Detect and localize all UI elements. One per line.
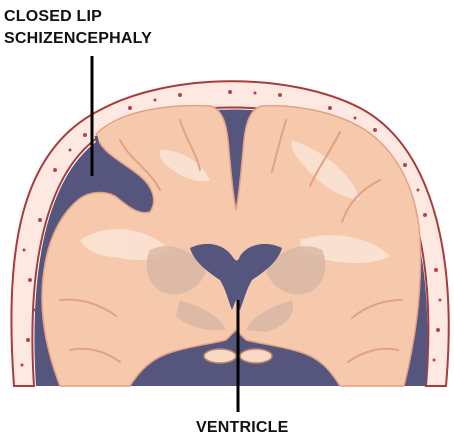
deep-gray-structures	[146, 246, 326, 332]
ventricle-label-text: VENTRICLE	[196, 419, 289, 436]
closed-lip-schizencephaly-label: CLOSED LIP SCHIZENCEPHALY	[4, 6, 152, 50]
closed-lip-label-line2: SCHIZENCEPHALY	[4, 30, 153, 47]
closed-lip-label-line1: CLOSED LIP	[4, 8, 103, 25]
schizencephaly-cleft	[94, 135, 131, 198]
temporal-structures	[203, 348, 273, 364]
sulci	[59, 119, 403, 363]
skull-texture	[20, 90, 442, 367]
ventricle-label: VENTRICLE	[196, 417, 288, 439]
ventricle-shape	[190, 243, 282, 310]
